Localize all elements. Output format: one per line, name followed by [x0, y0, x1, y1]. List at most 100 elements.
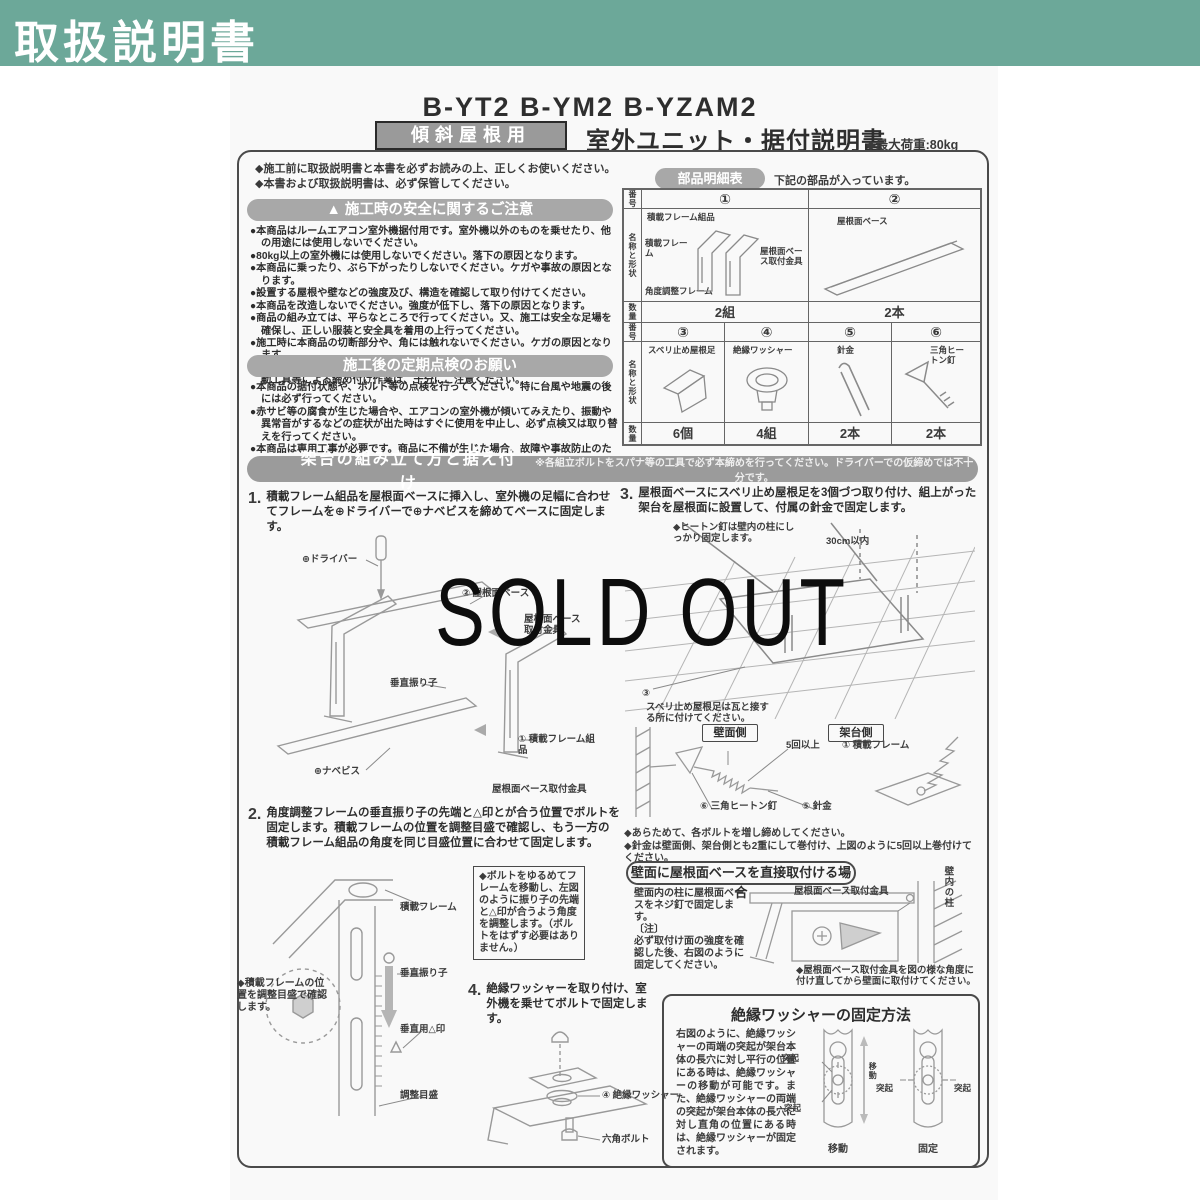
- step3-wire-label: ⑤ 針金: [802, 801, 832, 812]
- step1-number: 1.: [248, 490, 262, 507]
- wall-mount-text2: 〔注〕: [634, 924, 664, 935]
- fix-state-label: 固定: [918, 1144, 938, 1155]
- step3-wire-diagram: [635, 727, 962, 817]
- parts-table: 番号 ① ② 名称と形状 積載フレーム組品 積載フレーム 屋根面ベース取付金具 …: [622, 188, 982, 446]
- step3-note-2: ◆針金は壁面側、架台側とも2重にして巻付け、上図のように5回以上巻付けてください…: [624, 841, 973, 864]
- periodic-item: ●赤サビ等の腐食が生じた場合や、エアコンの室外機が傾いてみえたり、振動や異常音が…: [250, 406, 618, 443]
- step2-note-box: ◆ボルトをゆるめてフレームを移動し、左図のように振り子の先端と△印が合うよう角度…: [473, 866, 585, 960]
- step1-label-base: ② 屋根面ベース: [462, 588, 530, 599]
- part-name: 針金: [837, 345, 855, 355]
- max-load-note: ◆最大荷重:80kg: [866, 138, 959, 152]
- step2-number: 2.: [248, 806, 262, 823]
- step2-label-mark: 垂直用△印: [400, 1024, 446, 1035]
- step3-heaton-label: ⑥ 三角ヒートン釘: [700, 801, 778, 812]
- parts-row-number-2: 番号 ③ ④ ⑤ ⑥: [624, 323, 980, 342]
- step2-callout: ◆積載フレームの位置を調整目盛で確認します。: [237, 978, 327, 1013]
- step2-diagram: [265, 879, 424, 1116]
- wall-label-pillar: 壁内の柱: [942, 866, 954, 908]
- step1-label-pendulum: 垂直振り子: [390, 678, 438, 689]
- safety-item: ●本商品を改造しないでください。強度が低下し、落下の原因となります。: [250, 300, 591, 312]
- parts-row-name-1: 名称と形状 積載フレーム組品 積載フレーム 屋根面ベース取付金具 角度調整フレー…: [624, 209, 980, 302]
- part-shape-cell-2: 屋根面ベース: [809, 209, 980, 301]
- step3-roof-diagram: [625, 522, 975, 719]
- roof-type-badge: 傾斜屋根用: [375, 121, 567, 150]
- title-banner: 取扱説明書: [0, 0, 1200, 68]
- part-name: 積載フレーム組品: [647, 212, 715, 222]
- washer-slots-diagram: [821, 1028, 956, 1128]
- wall-mount-text3: 必ず取付け面の強度を確認した後、右図のように固定してください。: [634, 936, 744, 971]
- move-arrow-label: 移動: [868, 1062, 878, 1080]
- part-qty-cell: 4組: [725, 423, 809, 445]
- assembly-section-bar: 架台の組み立て方と据え付け ※各組立ボルトをスパナ等の工具で必ず本締めを行ってく…: [247, 451, 978, 492]
- step4-label-bolt: 六角ボルト: [602, 1134, 650, 1145]
- frame-side-box: 架台側: [828, 724, 884, 742]
- part-qty-cell: 6個: [642, 423, 725, 445]
- manual-page: B-YT2 B-YM2 B-YZAM2 傾斜屋根用 室外ユニット・据付説明書 ◆…: [230, 66, 998, 1200]
- part-name: スベリ止め屋根足: [648, 345, 716, 355]
- part-shape-cell-4: 絶縁ワッシャー: [725, 342, 809, 422]
- step1-block: 1. 積載フレーム組品を屋根面ベースに挿入し、室外機の足幅に合わせてフレームを⊕…: [248, 490, 620, 535]
- part-number-cell: ③: [642, 323, 725, 341]
- part-shape-cell-6: 三角ヒートン釘: [892, 342, 980, 422]
- step3-slip-number: ③: [642, 688, 651, 699]
- step4-block: 4. 絶縁ワッシャーを取り付け、室外機を乗せてボルトで固定します。: [468, 982, 658, 1027]
- row-label-qty: 数量: [624, 423, 642, 445]
- safety-item: ●80kg以上の室外機には使用しないでください。落下の原因となります。: [250, 250, 584, 262]
- step2-block: 2. 角度調整フレームの垂直振り子の先端と△印とが合う位置でボルトを固定します。…: [248, 806, 620, 851]
- step2-label-scale: 調整目盛: [400, 1090, 439, 1101]
- step2-text: 角度調整フレームの垂直振り子の先端と△印とが合う位置でボルトを固定します。積載フ…: [266, 807, 620, 849]
- step3-frame-label: ① 積載フレーム: [842, 740, 910, 751]
- part-shape-cell-5: 針金: [809, 342, 892, 422]
- safety-section-header: ▲ 施工時の安全に関するご注意: [247, 199, 613, 221]
- wall-mount-text: 壁面内の柱に屋根面ベースをネジ釘で固定します。 〔注〕 必ず取付け面の強度を確認…: [634, 888, 752, 972]
- step3-dim-label: 30cm以内: [826, 536, 870, 547]
- part-name: 絶縁ワッシャー: [733, 345, 793, 355]
- model-numbers: B-YT2 B-YM2 B-YZAM2: [422, 92, 758, 122]
- step3-text: 屋根面ベースにスベリ止め屋根足を3個づつ取り付け、組上がった架台を屋根面に設置し…: [638, 487, 977, 514]
- part-sub-name: 屋根面ベース取付金具: [760, 246, 803, 266]
- part-sub-name: 積載フレーム: [645, 238, 688, 258]
- row-label-number: 番号: [624, 190, 642, 208]
- step2-label-pendulum: 垂直振り子: [400, 968, 448, 979]
- part-number-cell: ④: [725, 323, 809, 341]
- part-number-cell: ⑤: [809, 323, 892, 341]
- washer-box-title: 絶縁ワッシャーの固定方法: [730, 1007, 911, 1024]
- intro-note-2: ◆本書および取扱説明書は、必ず保管してください。: [255, 178, 516, 190]
- part-sub-name: 角度調整フレーム: [645, 286, 713, 296]
- assembly-section-title: 架台の組み立て方と据え付け: [300, 451, 517, 492]
- step2-label-frame: 積載フレーム: [400, 902, 457, 913]
- sold-out-overlay: SOLD OUT: [435, 559, 849, 666]
- wall-mount-text1: 壁面内の柱に屋根面ベースをネジ釘で固定します。: [634, 888, 744, 923]
- safety-item: ●設置する屋根や壁などの強度及び、構造を確認して取り付けてください。: [250, 288, 592, 300]
- content-border-box: [237, 150, 989, 1168]
- part-name: 三角ヒートン釘: [930, 345, 965, 365]
- step3-number: 3.: [620, 486, 634, 503]
- step1-label-fitting-top: 屋根面ベース取付金具: [524, 614, 581, 637]
- move-state-label: 移動: [828, 1144, 848, 1155]
- roof-base-icon: [823, 240, 965, 296]
- parts-row-name-2: 名称と形状 スベリ止め屋根足 絶縁ワッシャー: [624, 342, 980, 423]
- protrusion-label: 突起: [782, 1053, 800, 1063]
- step3-note-1: ◆あらためて、各ボルトを増し締めしてください。: [624, 828, 851, 839]
- frame-assembly-icon: [697, 230, 760, 296]
- safety-item: ●商品の組み立ては、平らなところで行ってください。又、施工は安全な足場を確保し、…: [250, 313, 612, 337]
- part-number-cell: ⑥: [930, 324, 942, 340]
- step1-label-screw: ⊕ナベビス: [314, 766, 360, 777]
- step1-label-frame: ① 積載フレーム組品: [518, 734, 595, 757]
- step2-note-text: ◆ボルトをゆるめてフレームを移動し、左図のように振り子の先端と△印が合うよう角度…: [479, 871, 579, 954]
- assembly-section-note: ※各組立ボルトをスパナ等の工具で必ず本締めを行ってください。ドライバーでの仮締め…: [535, 458, 974, 484]
- part-qty-cell: 2本: [884, 305, 905, 320]
- step3-block: 3. 屋根面ベースにスベリ止め屋根足を3個づつ取り付け、組上がった架台を屋根面に…: [620, 486, 980, 516]
- part-qty-cell: 2本: [925, 426, 947, 441]
- periodic-section-header: 施工後の定期点検のお願い: [247, 355, 613, 377]
- wall-side-box: 壁面側: [702, 724, 758, 742]
- part-number-cell: ②: [888, 191, 901, 207]
- periodic-item: ●本商品の据付状態や、ボルト等の点検を行ってください。特に台風や地震の後には必ず…: [250, 382, 612, 406]
- row-label-name: 名称と形状: [624, 342, 642, 422]
- slip-stopper-icon: [662, 369, 707, 414]
- insulation-washer-icon: [746, 367, 788, 411]
- banner-title: 取扱説明書: [14, 17, 260, 68]
- protrusion-label: 突起: [954, 1083, 972, 1093]
- step1-label-fitting-bottom: 屋根面ベース取付金具: [492, 784, 587, 795]
